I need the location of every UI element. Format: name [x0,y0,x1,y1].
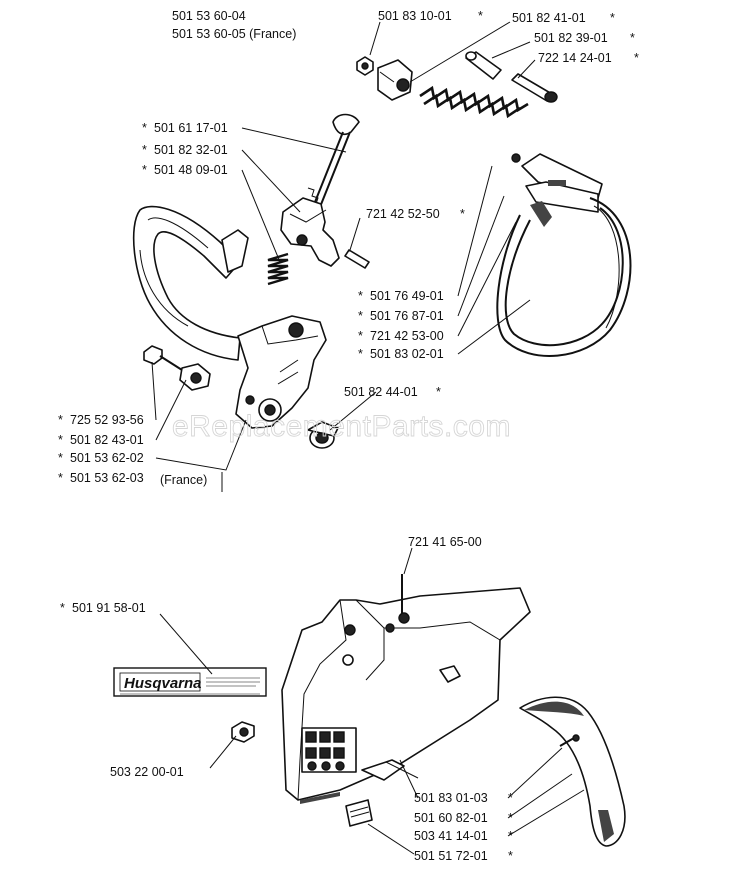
roll-pin-part [344,249,370,269]
brake-band-bracket-part [521,153,603,213]
label-star: * [634,51,639,65]
plug-part [307,421,339,449]
label-star: * [508,849,513,863]
coil-spring-part [419,85,529,119]
small-spring-part [267,252,289,286]
label-star: * [630,31,635,45]
label-france: (France) [160,473,207,487]
label-501-83-01-03: 501 83 01-03 [414,791,488,805]
label-721-41-65-00: 721 41 65-00 [408,535,482,549]
brake-band-part [496,197,632,357]
label-star: * [436,385,441,399]
part-labels: 501 53 60-04 501 53 60-05 (France) 501 8… [58,9,639,863]
clamp-block-part [377,59,413,101]
latch-part [280,197,340,267]
label-star: * [142,121,147,135]
side-plate-part [235,315,327,429]
label-725-52-93-56: 725 52 93-56 [70,413,144,427]
label-star: * [358,289,363,303]
label-721-42-53-00: 721 42 53-00 [370,329,444,343]
nut-part [231,721,255,743]
label-501-82-41-01: 501 82 41-01 [512,11,586,25]
label-501-53-62-02: 501 53 62-02 [70,451,144,465]
label-501-76-49-01: 501 76 49-01 [370,289,444,303]
label-star: * [142,143,147,157]
label-501-82-39-01: 501 82 39-01 [534,31,608,45]
front-handle-part [132,205,249,361]
label-501-53-60-04: 501 53 60-04 [172,9,246,23]
chain-guard-part [519,696,626,847]
label-503-22-00-01: 503 22 00-01 [110,765,184,779]
label-501-53-60-05: 501 53 60-05 (France) [172,27,296,41]
label-501-51-72-01: 501 51 72-01 [414,849,488,863]
label-star: * [60,601,65,615]
label-501-61-17-01: 501 61 17-01 [154,121,228,135]
clutch-cover-part [281,587,531,804]
watermark-text: eReplacementParts.com [172,410,511,443]
label-501-60-82-01: 501 60 82-01 [414,811,488,825]
label-star: * [460,207,465,221]
label-501-48-09-01: 501 48 09-01 [154,163,228,177]
label-star: * [610,11,615,25]
label-star: * [58,433,63,447]
label-star: * [358,309,363,323]
lever-part [307,113,360,213]
stud-part [398,574,410,624]
label-star: * [58,413,63,427]
small-screw-part [559,734,580,747]
label-503-41-14-01: 503 41 14-01 [414,829,488,843]
label-star: * [58,471,63,485]
decal-part: Husqvarna [113,667,267,697]
label-721-42-52-50: 721 42 52-50 [366,207,440,221]
sleeve-part [465,51,502,80]
leader-lines [151,21,585,855]
label-501-82-43-01: 501 82 43-01 [70,433,144,447]
label-star: * [478,9,483,23]
label-501-83-02-01: 501 83 02-01 [370,347,444,361]
label-501-91-58-01: 501 91 58-01 [72,601,146,615]
spacer-part [179,363,211,391]
pin-part [511,73,558,103]
vent-grille [301,727,357,773]
label-501-82-44-01: 501 82 44-01 [344,385,418,399]
washer-part [511,153,521,163]
screw-part [143,345,183,371]
bolt-part [356,56,374,76]
label-star: * [358,329,363,343]
label-722-14-24-01: 722 14 24-01 [538,51,612,65]
label-star: * [508,811,513,825]
label-501-76-87-01: 501 76 87-01 [370,309,444,323]
label-star: * [58,451,63,465]
label-star: * [508,791,513,805]
label-star: * [508,829,513,843]
husqvarna-logo: Husqvarna [124,675,202,692]
label-star: * [142,163,147,177]
label-star: * [358,347,363,361]
label-501-53-62-03: 501 53 62-03 [70,471,144,485]
label-501-83-10-01: 501 83 10-01 [378,9,452,23]
label-501-82-32-01: 501 82 32-01 [154,143,228,157]
chain-catcher-plate-part [345,799,373,827]
